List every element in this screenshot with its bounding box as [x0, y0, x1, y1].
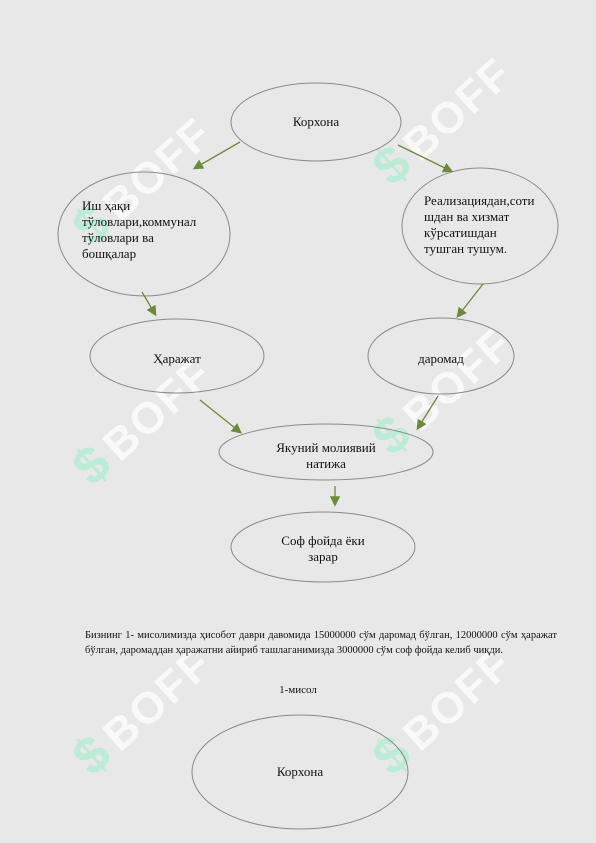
- node-bottom-label: Корхона: [276, 764, 324, 779]
- node-result: [218, 423, 434, 481]
- body-paragraph: Бизнинг 1- мисолимизда ҳисобот даври дав…: [85, 630, 557, 656]
- node-profit: [230, 511, 416, 583]
- example-caption: 1-мисол: [279, 684, 317, 696]
- node-expense-label: Ҳаражат: [153, 351, 201, 366]
- node-top: [230, 82, 402, 162]
- arrow-right-income: [456, 283, 484, 319]
- arrow-left-expense: [141, 291, 157, 317]
- node-income: [367, 317, 515, 395]
- node-expense: [89, 318, 265, 394]
- node-top-label: Корхона: [292, 114, 340, 129]
- node-left-label: Иш ҳақи тўловлари,коммунал тўловлари ва …: [82, 198, 197, 261]
- arrow-top-left: [192, 141, 241, 170]
- arrow-income-result: [416, 395, 439, 431]
- arrow-expense-result: [199, 399, 243, 434]
- arrow-top-right: [397, 144, 454, 173]
- node-profit-label: Соф фойда ёки зарар: [281, 533, 365, 564]
- node-bottom: [191, 714, 409, 830]
- node-result-label: Якуний молиявий натижа: [276, 440, 376, 471]
- node-right-label: Реализациядан,соти шдан ва хизмат кўрсат…: [424, 193, 535, 256]
- node-right: [401, 167, 559, 285]
- node-income-label: даромад: [418, 351, 464, 366]
